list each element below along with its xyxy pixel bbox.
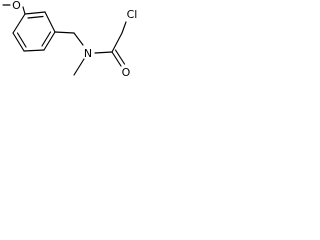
bond-ring-inner-1 [27,15,44,19]
atom-label-nitrogen: N [84,47,92,60]
bond-ring-6 [12,13,26,34]
bond-ring-ch2 [54,31,75,34]
bond-ring-inner-3 [16,32,27,48]
bond-ch2-n [73,32,84,46]
bond-ring-4 [23,49,45,52]
structure-canvas: O N O Cl [0,0,147,83]
bond-ring-3 [43,31,56,51]
molecule-diagram: O N O Cl [2,0,138,79]
bond-n-methyl [73,58,85,76]
atom-label-carbonyl-oxygen: O [122,66,131,79]
bond-ring-inner-2 [41,31,52,47]
atom-label-chlorine: Cl [127,8,138,21]
bond-carbonyl-ch2 [111,32,123,53]
bond-ch2-cl [121,21,127,34]
bond-ring-5 [12,32,25,52]
bond-n-carbonyl [94,51,113,54]
bond-carbonyl-o-1 [111,51,122,67]
bond-carbonyl-o-2 [114,49,126,65]
bond-methoxy-o-ring [22,6,26,15]
atom-label-methoxy-oxygen: O [12,0,21,12]
bond-ring-1 [24,11,46,15]
bond-ring-2 [44,11,56,33]
